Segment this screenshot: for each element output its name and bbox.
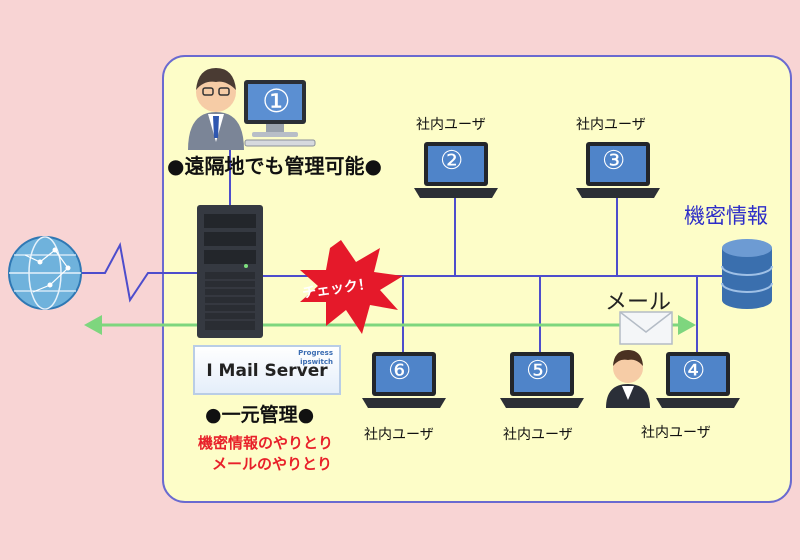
note-confidential: 機密情報のやりとり bbox=[198, 434, 334, 452]
mail-label: メール bbox=[605, 290, 672, 315]
user-label: 社内ユーザ bbox=[503, 427, 573, 443]
laptop-icon bbox=[414, 142, 498, 198]
laptop-icon bbox=[500, 352, 584, 408]
user-label: 社内ユーザ bbox=[416, 117, 486, 133]
brand-progress: Progress bbox=[298, 349, 333, 357]
user-number: ⑥ bbox=[388, 356, 412, 386]
laptop-icon bbox=[362, 352, 446, 408]
laptop-icon bbox=[576, 142, 660, 198]
mail-server-card: Progress ipswitch I Mail Server bbox=[193, 345, 341, 395]
internet-globe-icon bbox=[8, 236, 82, 310]
user-number: ⑤ bbox=[526, 356, 550, 386]
user-number: ② bbox=[440, 146, 464, 176]
user-person-icon bbox=[606, 350, 650, 408]
envelope-icon bbox=[619, 311, 673, 345]
database-title: 機密情報 bbox=[684, 204, 768, 228]
user-label: 社内ユーザ bbox=[641, 425, 711, 441]
user-number: ① bbox=[262, 82, 291, 120]
user-number: ④ bbox=[682, 356, 706, 386]
user-label: 社内ユーザ bbox=[576, 117, 646, 133]
laptop-icon bbox=[656, 352, 740, 408]
admin-monitor-icon bbox=[244, 80, 316, 147]
database-icon bbox=[721, 239, 773, 309]
note-mail: メールのやりとり bbox=[212, 455, 333, 473]
server-tower-icon bbox=[197, 205, 263, 338]
user-label: 社内ユーザ bbox=[364, 427, 434, 443]
admin-person-icon bbox=[188, 68, 244, 150]
central-management-label: ●一元管理● bbox=[205, 404, 315, 426]
server-name: I Mail Server bbox=[206, 361, 328, 381]
user-number: ③ bbox=[602, 146, 626, 176]
mail-arrow bbox=[84, 315, 696, 335]
admin-caption: ●遠隔地でも管理可能● bbox=[167, 154, 382, 178]
check-burst-icon bbox=[300, 240, 403, 334]
brand-ipswitch: ipswitch bbox=[300, 358, 333, 366]
internet-link bbox=[82, 242, 230, 303]
